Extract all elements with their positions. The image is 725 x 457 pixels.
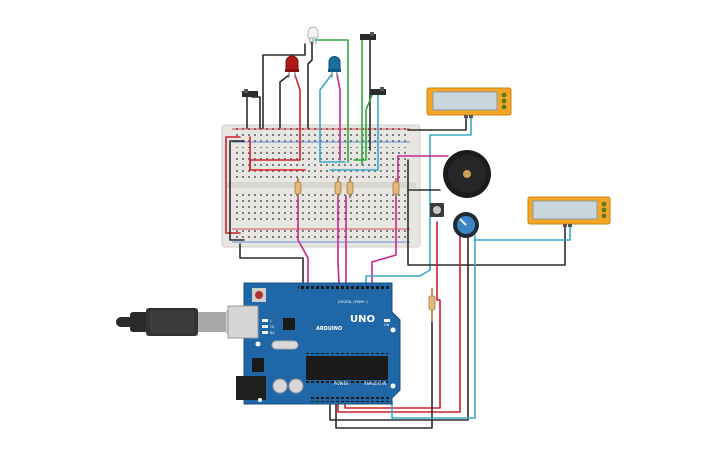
breadboard-lower-strip bbox=[232, 190, 410, 223]
power-jack bbox=[236, 376, 266, 400]
wire-magenta-buzzer bbox=[397, 155, 449, 189]
breadboard-channel bbox=[226, 182, 416, 188]
usb-jack bbox=[227, 305, 259, 339]
arduino-l-label: L bbox=[270, 319, 272, 323]
arduino-analog-label: ANALOG IN bbox=[364, 381, 386, 386]
arduino-brand-text: ARDUINO bbox=[316, 326, 342, 332]
wire-black-left-rail bbox=[229, 140, 245, 241]
red-led[interactable] bbox=[285, 55, 299, 78]
usb-cable bbox=[116, 308, 242, 336]
slide-switch-right[interactable] bbox=[370, 87, 386, 95]
wire-black-pot bbox=[329, 233, 469, 421]
wire-red-button bbox=[344, 221, 441, 409]
blue-led[interactable] bbox=[328, 56, 341, 78]
wire-black-lcd-top bbox=[407, 116, 467, 131]
lcd-top bbox=[426, 87, 512, 118]
wire-magenta-res4 bbox=[371, 195, 397, 286]
digital-header bbox=[298, 285, 390, 290]
wire-cyan-blue-led bbox=[319, 73, 346, 163]
wire-cyan-arduino-bottom bbox=[391, 235, 476, 419]
breadboard-upper-strip bbox=[232, 147, 410, 180]
wire-cyan-arduino-top bbox=[365, 269, 431, 286]
arduino-on-label: ON bbox=[384, 323, 390, 327]
wire-green-switch-right bbox=[353, 94, 373, 161]
wire-red-pot bbox=[337, 231, 461, 413]
arduino-uno: UNO ARDUINO DIGITAL (PWM~) POWER ANALOG … bbox=[227, 282, 401, 405]
wire-black-switch-left-b bbox=[251, 96, 261, 129]
wire-black-rgb bbox=[307, 41, 313, 129]
resistor-3 bbox=[346, 178, 354, 198]
arduino-tx-label: TX bbox=[269, 325, 275, 329]
wire-magenta-blue-led bbox=[336, 73, 341, 161]
wire-red-left-rail bbox=[225, 136, 241, 234]
wire-green-rgb bbox=[314, 39, 349, 163]
piezo-buzzer bbox=[443, 150, 491, 198]
potentiometer[interactable] bbox=[453, 212, 479, 238]
power-analog-header bbox=[309, 397, 391, 402]
wire-black-rail-gnd bbox=[239, 243, 304, 286]
arduino-rx-label: RX bbox=[270, 331, 275, 335]
slide-switch-top[interactable] bbox=[360, 32, 376, 40]
wire-black-button bbox=[335, 321, 433, 429]
wire-magenta-res2 bbox=[337, 195, 340, 286]
rgb-led[interactable] bbox=[307, 26, 319, 44]
arduino-logo-text: UNO bbox=[350, 314, 375, 325]
slide-switch-left[interactable] bbox=[242, 89, 258, 97]
wire-red-rail-top bbox=[249, 136, 306, 171]
pushbutton[interactable] bbox=[430, 203, 444, 217]
wire-cyan-lcd-right bbox=[473, 224, 571, 241]
resistor-2 bbox=[334, 178, 342, 198]
arduino-power-label: POWER bbox=[334, 381, 349, 386]
resistor-4 bbox=[392, 178, 400, 198]
breadboard-bottom-rail bbox=[232, 228, 410, 242]
wire-black-red-led bbox=[262, 43, 306, 129]
wire-magenta-res1 bbox=[297, 195, 309, 286]
breadboard bbox=[221, 124, 421, 248]
atmega-chip bbox=[306, 356, 388, 380]
breadboard-top-rail bbox=[232, 128, 410, 142]
wire-black-red-led-b bbox=[279, 74, 290, 129]
wire-cyan-lcd-top bbox=[429, 116, 472, 271]
resistor-button bbox=[428, 288, 436, 322]
lcd-right bbox=[527, 196, 611, 227]
arduino-digital-label: DIGITAL (PWM~) bbox=[338, 300, 368, 304]
resistors bbox=[294, 178, 436, 322]
resistor-1 bbox=[294, 178, 302, 198]
wire-cyan-switch-right bbox=[329, 94, 379, 171]
wire-black-lcd-right bbox=[407, 189, 566, 266]
